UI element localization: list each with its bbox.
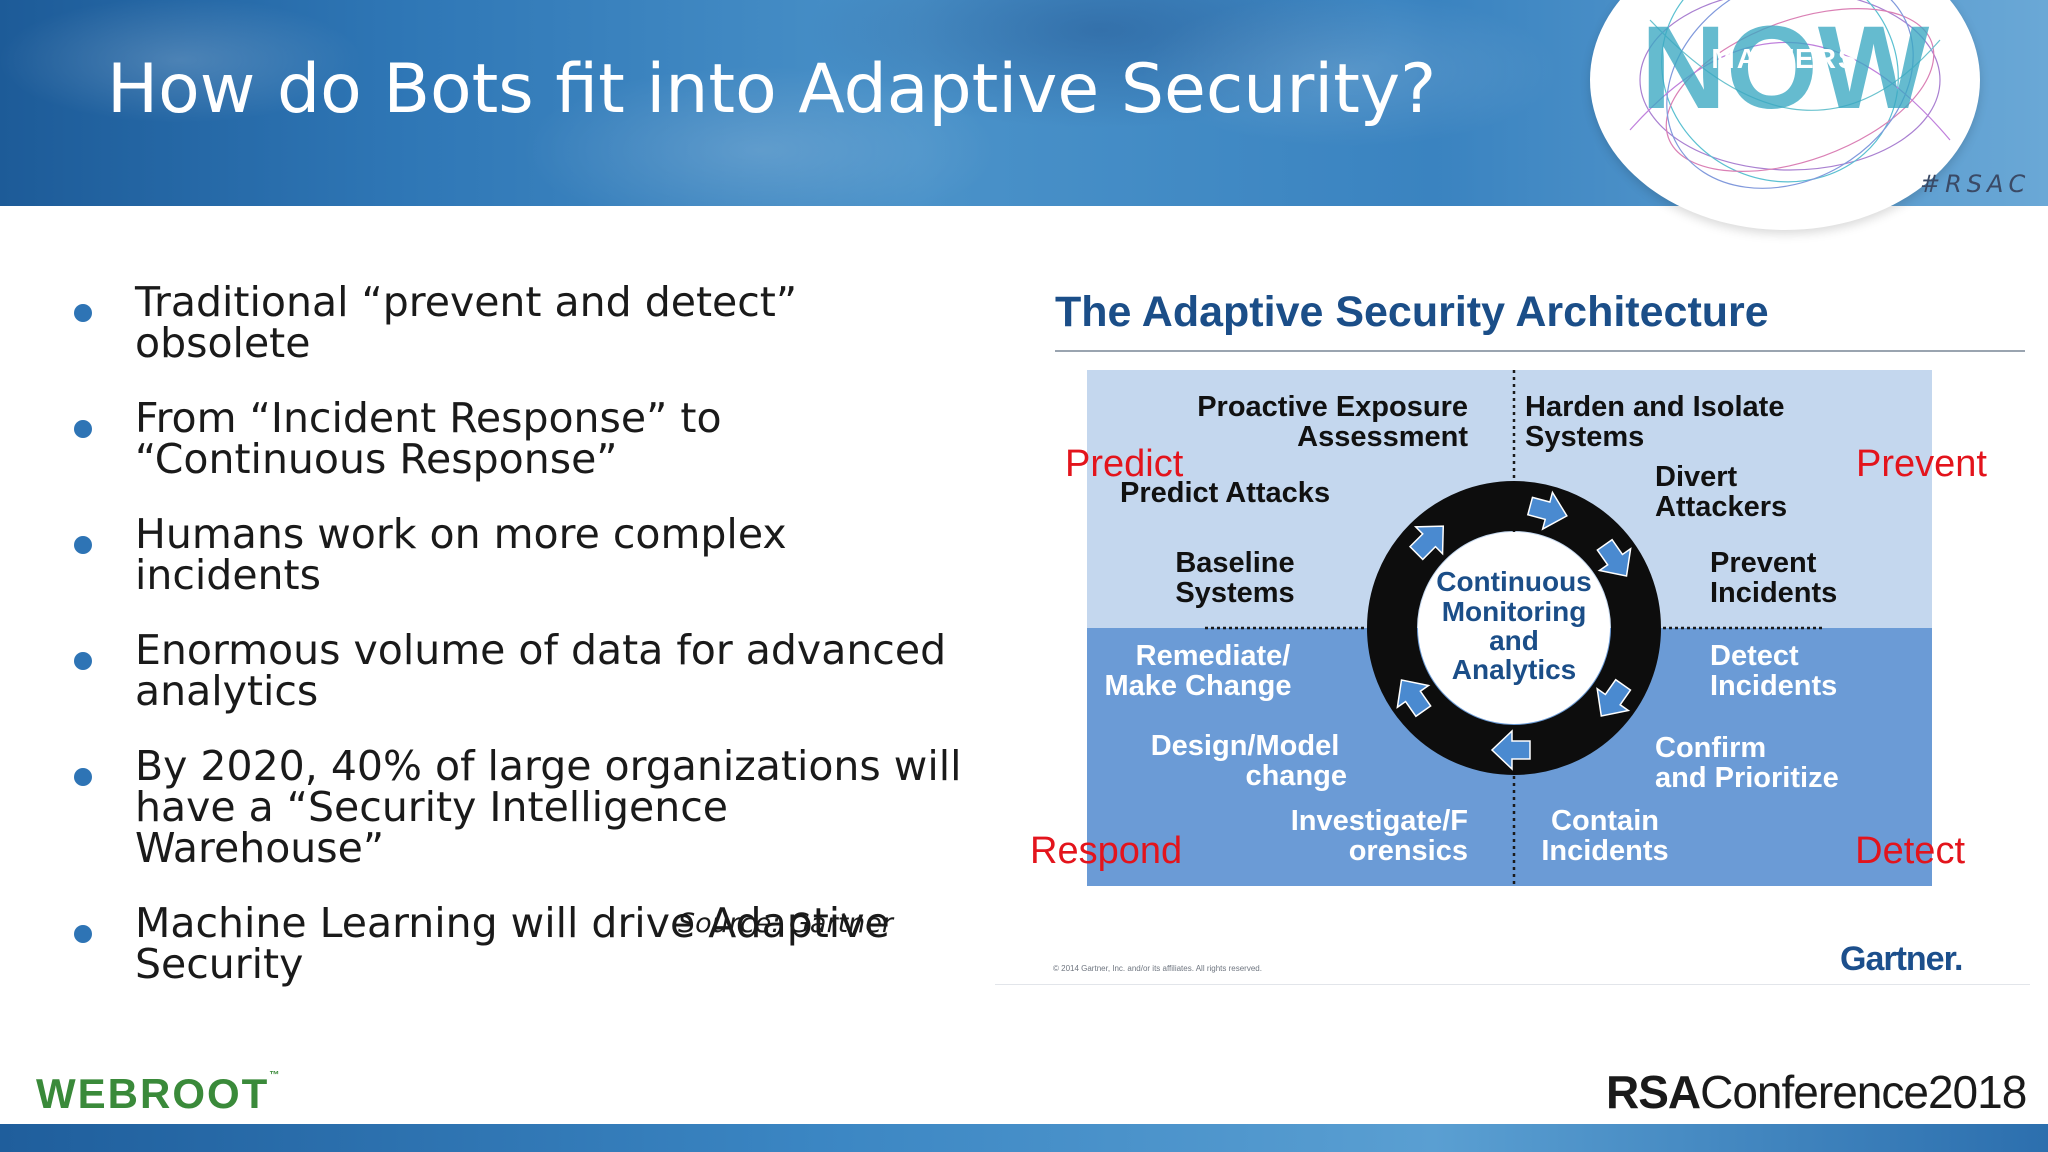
capability-harden-2: Systems: [1525, 421, 1644, 453]
rsa-conference-logo: RSAConference2018: [1606, 1065, 2027, 1119]
bullet-item: Traditional “prevent and detect” obsolet…: [70, 282, 980, 364]
capability-investigate-1: Investigate/F: [1291, 805, 1468, 837]
bullet-item: Humans work on more complex incidents: [70, 514, 980, 596]
capability-prevent-incidents-1: Prevent: [1710, 547, 1817, 579]
bullet-dot: [74, 304, 92, 322]
webroot-logo-text: WEBROOT: [36, 1070, 270, 1117]
capability-detect-incidents-2: Incidents: [1710, 670, 1837, 702]
bullet-item: By 2020, 40% of large organizations will…: [70, 746, 980, 869]
gartner-logo: Gartner.: [1840, 940, 1963, 978]
bullet-list: Traditional “prevent and detect” obsolet…: [70, 282, 980, 1019]
capability-investigate-2: orensics: [1349, 835, 1468, 867]
title-rule: [1055, 350, 2025, 352]
bullet-dot: [74, 925, 92, 943]
bullet-item: Machine Learning will drive Adaptive Sec…: [70, 903, 980, 985]
phase-prevent: Prevent: [1856, 443, 1987, 485]
capability-detect-incidents-1: Detect: [1710, 640, 1799, 672]
phase-respond: Respond: [1030, 830, 1182, 872]
capability-harden-1: Harden and Isolate: [1525, 391, 1784, 423]
capability-baseline-1: Baseline: [1175, 547, 1294, 579]
capability-confirm-2: and Prioritize: [1655, 762, 1839, 794]
arrow-top: [1526, 490, 1568, 531]
arrow-bottom: [1490, 729, 1531, 771]
diagram-title: The Adaptive Security Architecture: [1055, 288, 1769, 336]
bullet-text: Machine Learning will drive Adaptive Sec…: [135, 899, 890, 988]
capability-contain-1: Contain: [1551, 805, 1659, 837]
ring-center: [1418, 532, 1610, 724]
center-line-1: Continuous: [1436, 566, 1592, 597]
rsa-logo-rest: Conference2018: [1700, 1066, 2027, 1118]
bullet-dot: [74, 536, 92, 554]
capability-confirm-1: Confirm: [1655, 732, 1766, 764]
bullet-dot: [74, 420, 92, 438]
center-line-4: Analytics: [1452, 654, 1577, 685]
phase-detect: Detect: [1855, 830, 1965, 872]
bullet-text: Traditional “prevent and detect” obsolet…: [135, 278, 798, 367]
capability-divert-2: Attackers: [1655, 491, 1787, 523]
capability-design-model-2: change: [1245, 760, 1347, 792]
cycle-arrows: [1396, 490, 1632, 771]
capability-design-model-1: Design/Model: [1151, 730, 1340, 762]
phase-predict: Predict: [1065, 443, 1184, 485]
arrow-upper-right: [1596, 538, 1632, 577]
capability-remediate-1: Remediate/: [1136, 640, 1291, 672]
bullet-text: Humans work on more complex incidents: [135, 510, 787, 599]
now-matters-logo: NOW MATTERS: [1629, 0, 1951, 189]
copyright-note: © 2014 Gartner, Inc. and/or its affiliat…: [1053, 964, 1262, 973]
figure-bottom-rule: [995, 984, 2030, 985]
capability-remediate-2: Make Change: [1105, 670, 1292, 702]
rsac-hashtag: #RSAC: [1920, 170, 2031, 198]
capability-predict-attacks: Predict Attacks: [1120, 477, 1330, 509]
capability-divert-1: Divert: [1655, 461, 1738, 493]
bullet-item: Enormous volume of data for advanced ana…: [70, 630, 980, 712]
bullet-item: From “Incident Response” to “Continuous …: [70, 398, 980, 480]
capability-prevent-incidents-2: Incidents: [1710, 577, 1837, 609]
bullet-dot: [74, 768, 92, 786]
arrow-lower-left: [1396, 679, 1432, 718]
center-line-3: and: [1489, 625, 1539, 656]
bullet-text: From “Incident Response” to “Continuous …: [135, 394, 722, 483]
adaptive-security-diagram: Continuous Monitoring and Analytics Pred…: [1030, 370, 1987, 886]
now-text: NOW: [1641, 2, 1930, 134]
matters-text: MATTERS: [1711, 43, 1858, 74]
bottom-banner: [0, 1124, 2048, 1152]
center-line-2: Monitoring: [1442, 596, 1587, 627]
capability-proactive-exposure-1: Proactive Exposure: [1197, 391, 1468, 423]
bullet-text: By 2020, 40% of large organizations will…: [135, 742, 962, 872]
capability-baseline-2: Systems: [1175, 577, 1294, 609]
capability-proactive-exposure-2: Assessment: [1297, 421, 1468, 453]
capability-contain-2: Incidents: [1541, 835, 1668, 867]
rsa-logo-bold: RSA: [1606, 1066, 1701, 1118]
slide-title: How do Bots fit into Adaptive Security?: [107, 50, 1437, 129]
webroot-logo: WEBROOT™: [36, 1070, 282, 1117]
arrow-lower-right: [1596, 678, 1632, 717]
source-citation: Source: Gartner: [678, 908, 893, 939]
rsac-now-matters-badge: NOW MATTERS: [1590, 0, 1980, 230]
arrow-upper-left: [1408, 525, 1445, 561]
gartner-logo-text: Gartner: [1840, 940, 1955, 978]
adaptive-security-figure: The Adaptive Security Architecture Conti…: [995, 270, 2030, 986]
bullet-text: Enormous volume of data for advanced ana…: [135, 626, 947, 715]
bullet-dot: [74, 652, 92, 670]
